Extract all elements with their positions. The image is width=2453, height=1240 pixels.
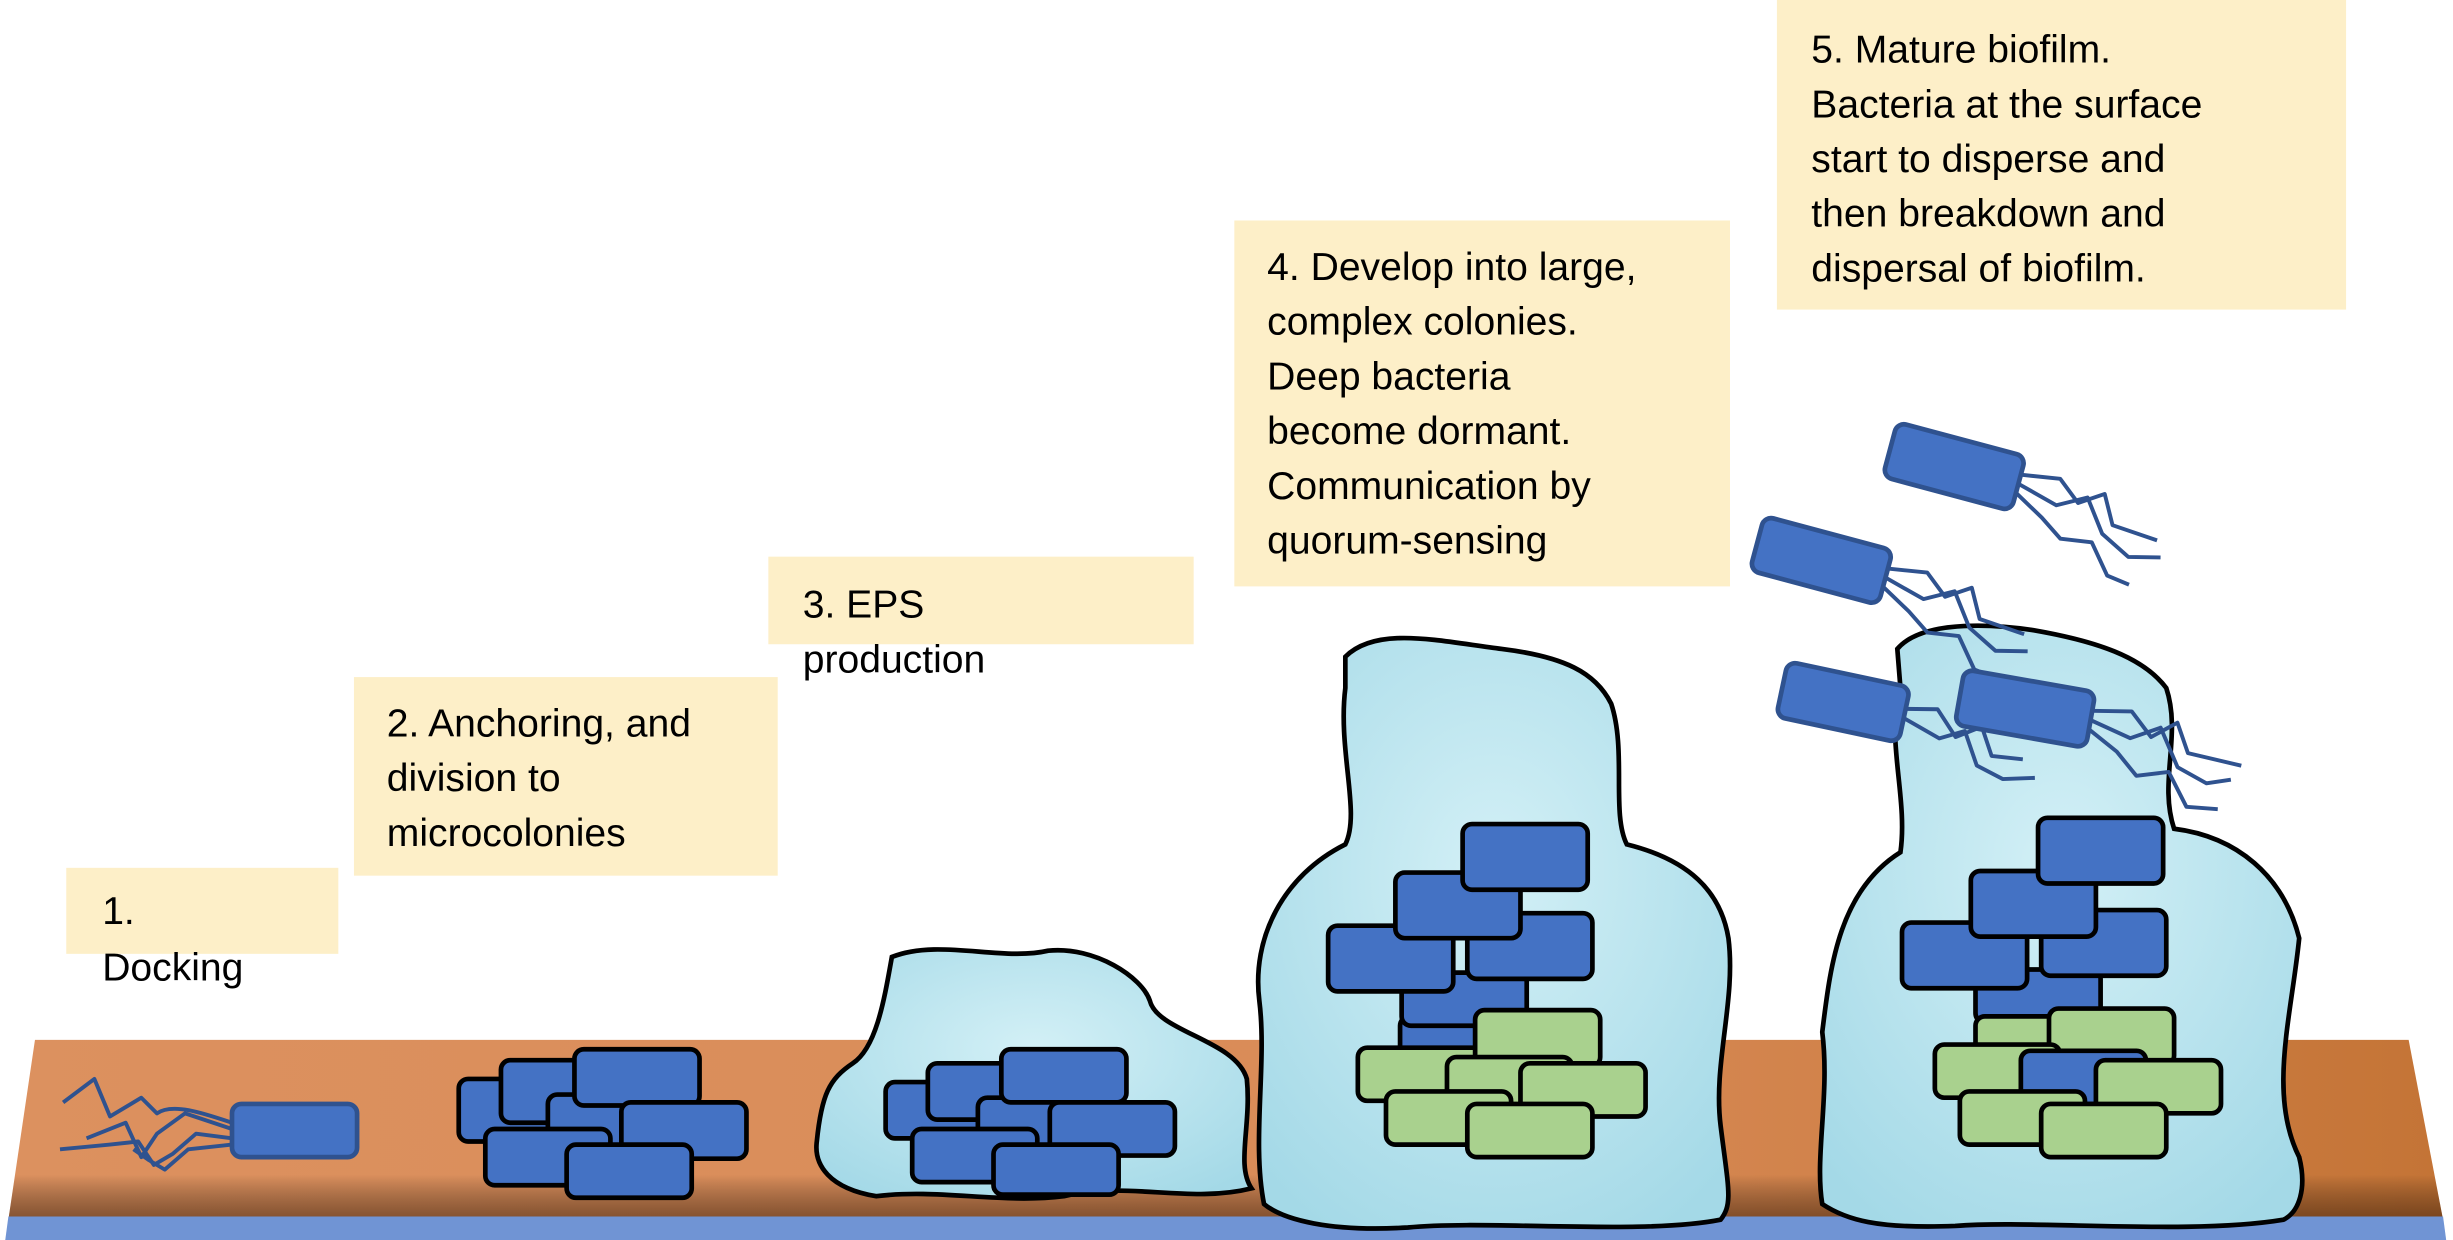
stage-5-label: 5. Mature biofilm. Bacteria at the surfac…	[1776, 0, 2347, 310]
svg-text:5. Mature biofilm.Bacteria at: 5. Mature biofilm. Bacteria at the surfac…	[1811, 29, 2202, 291]
stage-label-line: quorum-sensing	[1267, 520, 1547, 563]
dispersing-bacterium	[1882, 421, 2161, 587]
svg-text:1.Docking: 1. Docking	[102, 890, 243, 989]
stage-label-line: become dormant.	[1267, 410, 1571, 453]
label-box	[66, 867, 339, 954]
label-box	[1234, 220, 1731, 587]
bacterium	[1882, 421, 2026, 512]
flagellum	[2087, 727, 2218, 812]
dispersing-bacteria	[1749, 421, 2242, 812]
large-colony	[1255, 635, 1733, 1231]
stage-label-line: division to	[387, 757, 561, 800]
flagellum	[1905, 706, 2024, 762]
bacterium	[1775, 660, 1911, 744]
bacterium	[998, 1046, 1129, 1105]
dispersing-bacterium	[1749, 515, 2028, 681]
flagellum	[2017, 482, 2161, 560]
dispersing-bacterium	[1953, 668, 2242, 812]
stage-3-label: 3. EPS production	[768, 556, 1194, 682]
svg-text:4. Develop into large,complex: 4. Develop into large, complex colonies. D…	[1267, 246, 1636, 563]
stage-label-line: complex colonies.	[1267, 301, 1578, 344]
bacterium	[572, 1046, 702, 1108]
flagellum	[61, 1076, 233, 1125]
stage-label-line: Communication by	[1267, 465, 1591, 508]
flagellum	[132, 1142, 233, 1172]
eps-microcolony	[814, 947, 1256, 1201]
stage-label-line: microcolonies	[387, 812, 626, 855]
bacterium	[991, 1142, 1121, 1197]
stage-label-line: dispersal of biofilm.	[1811, 247, 2145, 290]
label-box	[1776, 0, 2347, 310]
microcolony	[456, 1046, 749, 1201]
stage-label-line: 1.	[102, 890, 135, 933]
bacterium	[1953, 668, 2097, 749]
stage-label-line: Docking	[102, 946, 243, 989]
flagellum	[1887, 566, 2025, 637]
stage-label-line: production	[803, 638, 986, 681]
stage-label-line: Bacteria at the surface	[1811, 83, 2202, 126]
mature-biofilm	[1817, 623, 2305, 1230]
flagellum	[1902, 716, 2035, 781]
dormant-bacterium	[1464, 1101, 1595, 1160]
bacterium	[1325, 923, 1456, 994]
flagellum	[2014, 491, 2130, 587]
flagellum	[85, 1111, 233, 1160]
stage-label-line: 4. Develop into large,	[1267, 246, 1636, 289]
bacterium	[229, 1101, 360, 1160]
flagellum	[2092, 708, 2242, 768]
stage-label-line: 2. Anchoring, and	[387, 702, 691, 745]
stage-label-line: 3. EPS	[803, 584, 925, 627]
stage-4-label: 4. Develop into large, complex colonies. D…	[1234, 220, 1731, 587]
bacterium	[1460, 821, 1591, 893]
stage-2-label: 2. Anchoring, and division to microcolonie…	[353, 677, 778, 876]
stage-label-line: then breakdown and	[1811, 193, 2165, 236]
dispersing-bacterium	[1775, 660, 2035, 781]
flagellum	[1884, 575, 2028, 654]
flagellum	[2089, 718, 2232, 786]
surface-shape	[5, 1216, 2447, 1240]
stage-label-line: Deep bacteria	[1267, 355, 1511, 398]
bacterium	[2035, 815, 2166, 886]
flagellum	[2020, 472, 2158, 543]
bacterium	[564, 1142, 695, 1201]
label-box	[353, 677, 778, 876]
stage-1-label: 1. Docking	[66, 867, 339, 989]
bacterium	[1968, 868, 2099, 939]
label-box	[768, 556, 1194, 645]
docking-bacterium	[59, 1076, 360, 1172]
stage-label-line: 5. Mature biofilm.	[1811, 29, 2111, 72]
bacterium	[1749, 515, 1894, 606]
dormant-bacterium	[2038, 1101, 2169, 1160]
stage-label-line: start to disperse and	[1811, 138, 2165, 181]
